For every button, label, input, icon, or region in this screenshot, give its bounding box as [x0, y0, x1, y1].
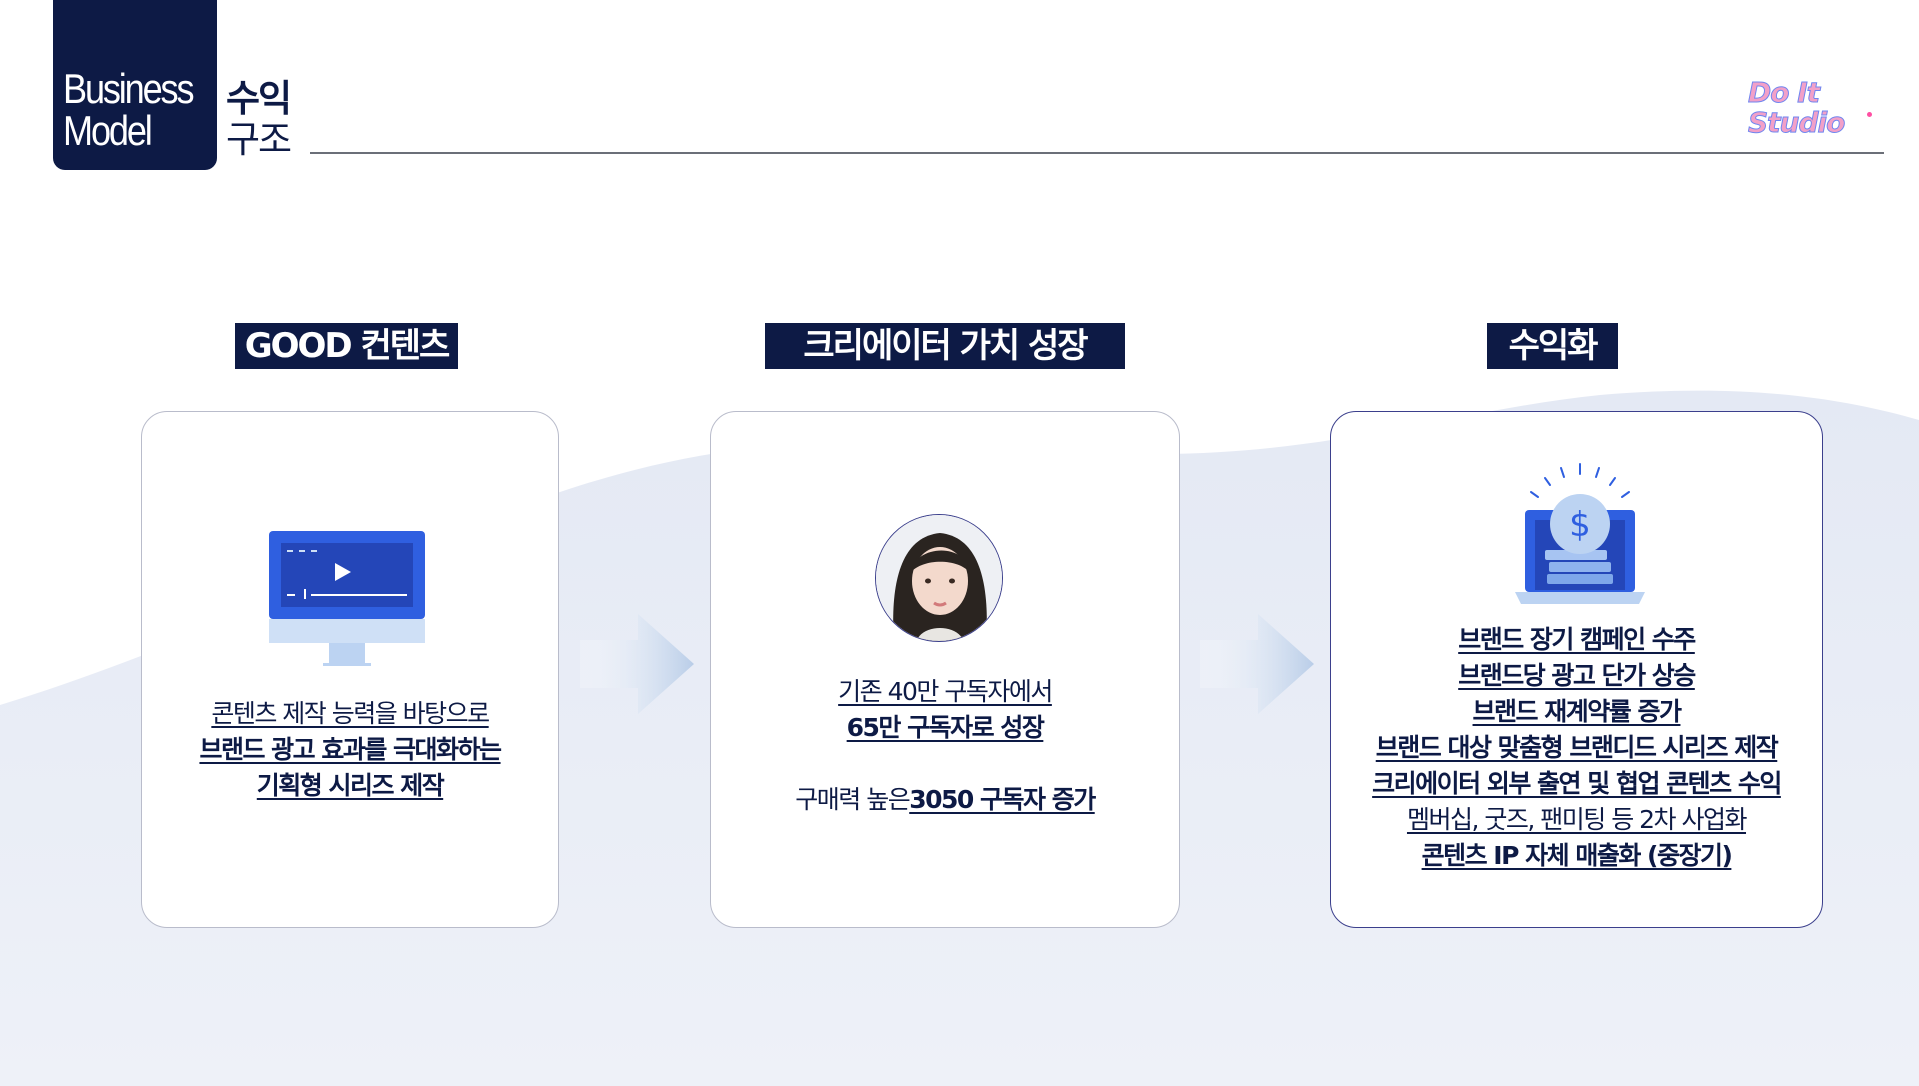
card-creator-value-text: 기존 40만 구독자에서 65만 구독자로 성장 구매력 높은 3050 구독자… [711, 674, 1179, 818]
arrow-right-icon [580, 614, 694, 714]
title-english: Business Model [63, 68, 201, 152]
do-it-studio-logo: Do It Studio [1748, 76, 1878, 144]
creator-line2: 65만 구독자로 성장 [846, 713, 1045, 742]
card-monetization-text: 브랜드 장기 캠페인 수주 브랜드당 광고 단가 상승 브랜드 재계약률 증가 … [1331, 622, 1822, 874]
title-en-line1: Business [63, 65, 195, 112]
monetization-line1: 브랜드 장기 캠페인 수주 [1458, 625, 1696, 654]
creator-line3-regular: 구매력 높은 [795, 785, 910, 814]
card-good-contents-text: 콘텐츠 제작 능력을 바탕으로 브랜드 광고 효과를 극대화하는 기획형 시리즈… [142, 696, 558, 804]
creator-line3: 구매력 높은 3050 구독자 증가 [795, 782, 1096, 818]
card-creator-value: 기존 40만 구독자에서 65만 구독자로 성장 구매력 높은 3050 구독자… [710, 411, 1180, 928]
logo-line1: Do It [1748, 76, 1821, 109]
monetization-line6: 멤버십, 굿즈, 팬미팅 등 2차 사업화 [1406, 805, 1748, 834]
card-monetization: $ 브랜드 장기 캠페인 수주 브랜드당 광고 단가 상승 브랜드 재계약률 증… [1330, 411, 1823, 928]
creator-line3-bold: 3050 구독자 증가 [909, 785, 1096, 814]
monetization-line2: 브랜드당 광고 단가 상승 [1458, 661, 1696, 690]
arrow-right-icon [1200, 614, 1314, 714]
label-creator-value-growth: 크리에이터 가치 성장 [765, 323, 1125, 369]
title-ko-line2: 구조 [226, 118, 292, 161]
good-contents-line2: 브랜드 광고 효과를 극대화하는 [199, 735, 502, 764]
header-divider [310, 152, 1884, 154]
svg-text:$: $ [1569, 505, 1591, 545]
monetization-line3: 브랜드 재계약률 증가 [1472, 697, 1682, 726]
monetization-line7: 콘텐츠 IP 자체 매출화 (중장기) [1421, 841, 1733, 870]
creator-line1: 기존 40만 구독자에서 [838, 677, 1053, 706]
title-en-line2: Model [63, 107, 153, 154]
business-model-title-box: Business Model [53, 0, 217, 170]
good-contents-line1: 콘텐츠 제작 능력을 바탕으로 [211, 699, 490, 728]
logo-line2: Studio [1748, 106, 1846, 139]
monitor-play-icon [269, 531, 425, 666]
title-ko-line1: 수익 [226, 77, 292, 120]
card-good-contents: 콘텐츠 제작 능력을 바탕으로 브랜드 광고 효과를 극대화하는 기획형 시리즈… [141, 411, 559, 928]
good-contents-line3: 기획형 시리즈 제작 [256, 771, 445, 800]
label-good-contents: GOOD 컨텐츠 [235, 323, 458, 369]
monetization-line4: 브랜드 대상 맞춤형 브랜디드 시리즈 제작 [1375, 733, 1779, 762]
creator-avatar [875, 514, 1003, 642]
monetization-line5: 크리에이터 외부 출연 및 협업 콘텐츠 수익 [1372, 769, 1782, 798]
title-korean: 수익 구조 [226, 77, 292, 161]
laptop-coin-icon: $ [1515, 463, 1645, 604]
label-monetization: 수익화 [1487, 323, 1618, 369]
logo-dot [1867, 112, 1872, 117]
